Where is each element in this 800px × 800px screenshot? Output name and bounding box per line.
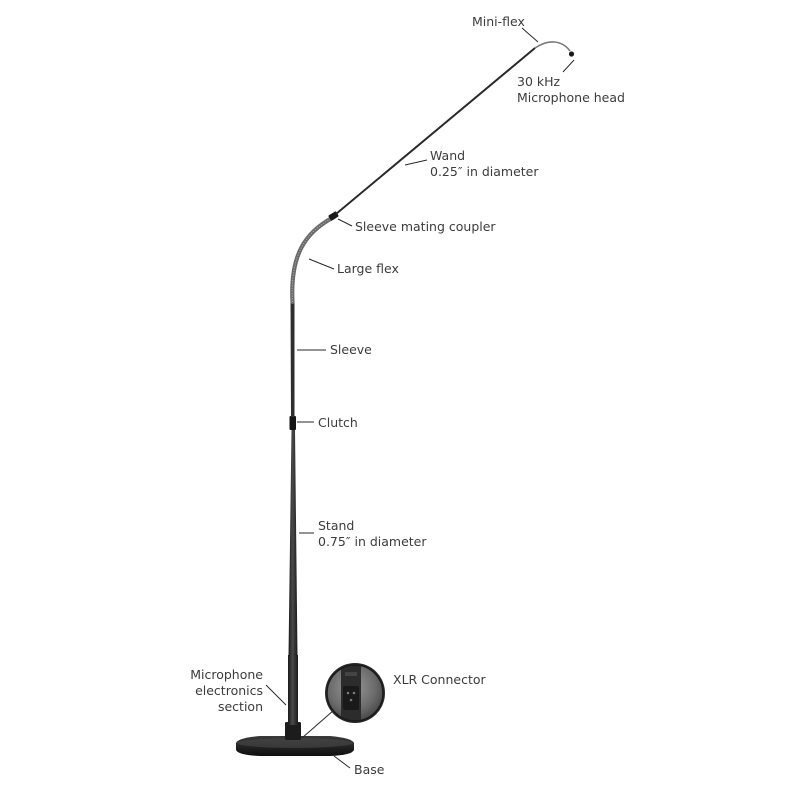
label-wand-line1: Wand: [430, 148, 465, 163]
stand-shape: [288, 430, 298, 656]
leader-mini-flex: [521, 27, 539, 43]
base-shape: [236, 736, 354, 756]
label-stand-line2: 0.75″ in diameter: [318, 534, 427, 549]
microphone-head-shape: [568, 51, 575, 57]
label-sleeve-mating-coupler: Sleeve mating coupler: [355, 219, 496, 234]
large-flex-shape: [290, 214, 337, 305]
leader-xlr-connector: [301, 709, 335, 739]
label-base: Base: [354, 762, 385, 777]
label-mini-flex: Mini-flex: [472, 14, 525, 29]
label-electronics-line3: section: [218, 699, 263, 714]
label-electronics-line2: electronics: [195, 683, 263, 698]
electronics-section-shape: [285, 655, 301, 740]
label-stand-line1: Stand: [318, 518, 354, 533]
leader-sleeve-mating-coupler: [337, 218, 353, 227]
label-xlr-connector: XLR Connector: [393, 672, 487, 687]
label-electronics-line1: Microphone: [190, 667, 263, 682]
leader-wand: [404, 159, 428, 166]
label-clutch: Clutch: [318, 415, 358, 430]
leader-electronics: [265, 684, 287, 706]
label-microphone-head-line2: Microphone head: [517, 90, 625, 105]
mini-flex-shape: [534, 41, 571, 52]
leader-base: [333, 755, 351, 769]
wand-shape: [335, 47, 536, 215]
label-microphone-head-line1: 30 kHz: [517, 74, 561, 89]
xlr-connector-inset: [325, 663, 385, 723]
leader-large-flex: [308, 258, 335, 270]
label-wand-line2: 0.25″ in diameter: [430, 164, 539, 179]
clutch-shape: [289, 416, 296, 430]
sleeve-shape: [290, 300, 295, 417]
leader-microphone-head: [562, 59, 575, 73]
label-large-flex: Large flex: [337, 261, 399, 276]
label-sleeve: Sleeve: [330, 342, 372, 357]
